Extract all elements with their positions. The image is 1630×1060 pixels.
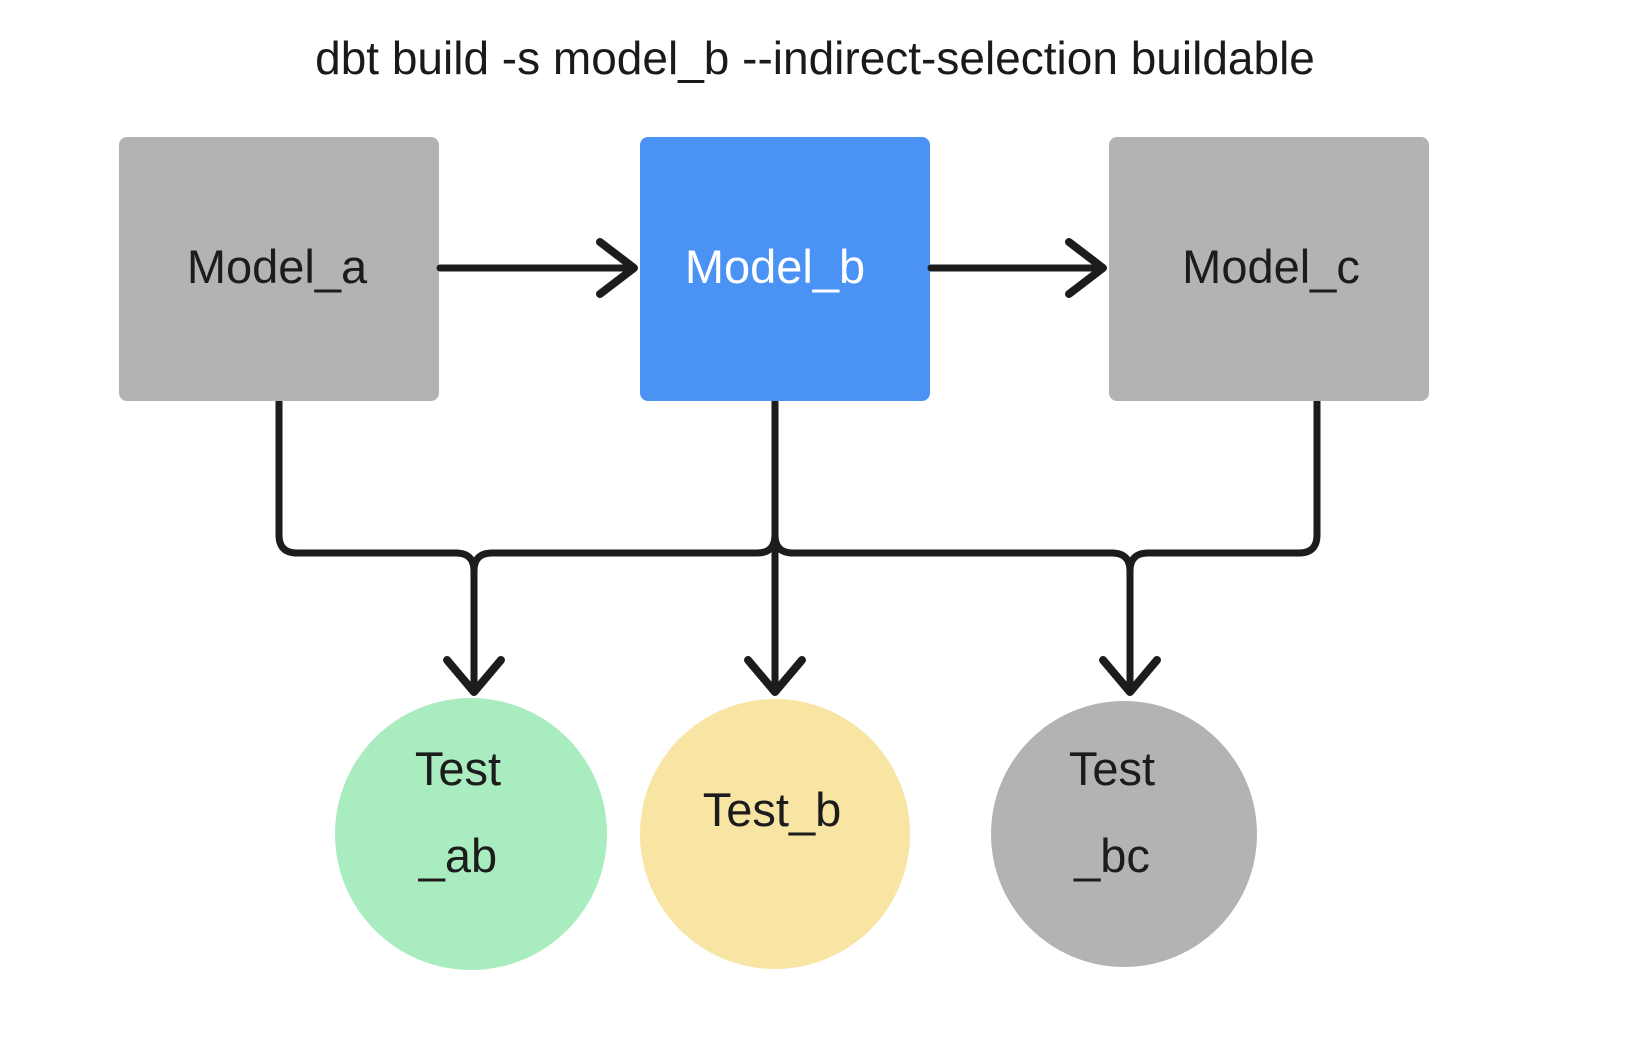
node-model-a[interactable]: Model_a [119,137,439,401]
arrowhead-model-c-in [1065,238,1107,298]
edge-group-tests [275,396,1321,696]
arrowhead-model-b-in [596,238,638,298]
arrowhead-test-bc [1099,656,1161,696]
test-ab-circle[interactable] [335,698,607,970]
test-b-circle[interactable] [640,699,910,969]
edge-model-b-bus-right [771,531,1134,690]
node-model-b[interactable]: Model_b [640,137,930,401]
model-b-label: Model_b [685,240,865,293]
test-ab-label-line1: Test [415,742,501,795]
test-bc-label-line1: Test [1069,742,1155,795]
diagram-title: dbt build -s model_b --indirect-selectio… [315,32,1315,84]
edge-model-a-to-test-ab [275,396,478,690]
edge-model-c-to-test-bc [1126,396,1321,575]
node-model-c[interactable]: Model_c [1109,137,1429,401]
test-bc-circle[interactable] [991,701,1257,967]
test-bc-label-line2: _bc [1073,829,1150,882]
arrowhead-test-ab [443,656,505,696]
test-ab-label-line2: _ab [418,829,497,882]
test-b-label-line1: Test_b [703,783,841,836]
model-c-label: Model_c [1182,240,1360,293]
edge-model-b-bus-left [470,396,779,575]
edge-group-models [436,238,1107,298]
model-a-label: Model_a [187,240,368,293]
model-a-box[interactable] [119,137,439,401]
model-b-box[interactable] [640,137,930,401]
arrowhead-test-b [744,656,806,696]
node-test-b[interactable]: Test_b [640,699,910,969]
node-test-bc[interactable]: Test _bc [991,701,1257,967]
model-c-box[interactable] [1109,137,1429,401]
node-test-ab[interactable]: Test _ab [335,698,607,970]
